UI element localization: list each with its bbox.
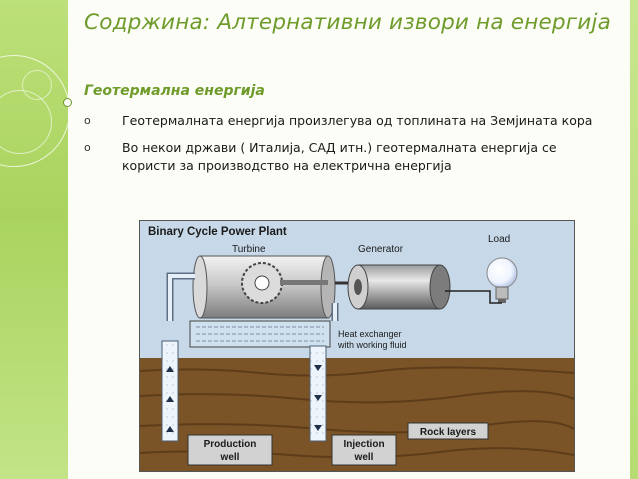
- bullet-marker: o: [84, 114, 91, 127]
- injection-well-tag: Injection well: [331, 434, 397, 466]
- rock-layer-line: [140, 366, 574, 377]
- subtitle-bullet-icon: [63, 98, 72, 107]
- turbine-rotor-icon: [241, 262, 328, 304]
- production-label-line1: Production: [204, 439, 257, 450]
- load-label: Load: [488, 234, 510, 245]
- slide-subtitle: Геотермална енергија: [84, 83, 265, 99]
- production-well-tag: Production well: [187, 434, 273, 466]
- generator-icon: [347, 264, 451, 310]
- bullet-list: o Геотермалната енергија произлегува од …: [84, 112, 594, 184]
- turbine-label: Turbine: [232, 244, 266, 255]
- right-decor-strip: [630, 0, 638, 479]
- heat-exchanger: [189, 320, 331, 348]
- rock-layer-line: [140, 420, 574, 434]
- light-bulb-icon: [486, 257, 518, 303]
- generator-label: Generator: [358, 244, 404, 255]
- heat-exchanger-label-line1: Heat exchanger: [338, 329, 402, 339]
- bullet-item: o Во некои држави ( Италија, САД итн.) г…: [84, 139, 594, 176]
- rock-layers-label: Rock layers: [420, 427, 477, 438]
- left-decor-strip: [0, 0, 70, 479]
- rock-layers-tag: Rock layers: [407, 422, 489, 440]
- injection-well: [309, 345, 327, 442]
- slide-title: Содржина: Алтернативни извори на енергиј…: [84, 10, 611, 35]
- bullet-marker: o: [84, 140, 91, 154]
- production-label-line2: well: [220, 452, 240, 463]
- binary-cycle-diagram: Binary Cycle Power Plant Turbine Generat…: [139, 220, 575, 472]
- bullet-item: o Геотермалната енергија произлегува од …: [84, 112, 594, 131]
- heat-exchanger-label-line2: with working fluid: [337, 340, 407, 350]
- power-wire: [445, 290, 502, 304]
- decor-circle: [22, 70, 52, 100]
- working-fluid-loop: [166, 272, 339, 321]
- diagram-title: Binary Cycle Power Plant: [148, 226, 287, 238]
- injection-label-line2: well: [354, 452, 374, 463]
- rock-layer-line: [140, 390, 574, 404]
- production-well: [161, 340, 179, 442]
- bullet-text: Во некои држави ( Италија, САД итн.) гео…: [122, 139, 557, 174]
- bullet-text: Геотермалната енергија произлегува од то…: [122, 113, 593, 128]
- injection-label-line1: Injection: [343, 439, 384, 450]
